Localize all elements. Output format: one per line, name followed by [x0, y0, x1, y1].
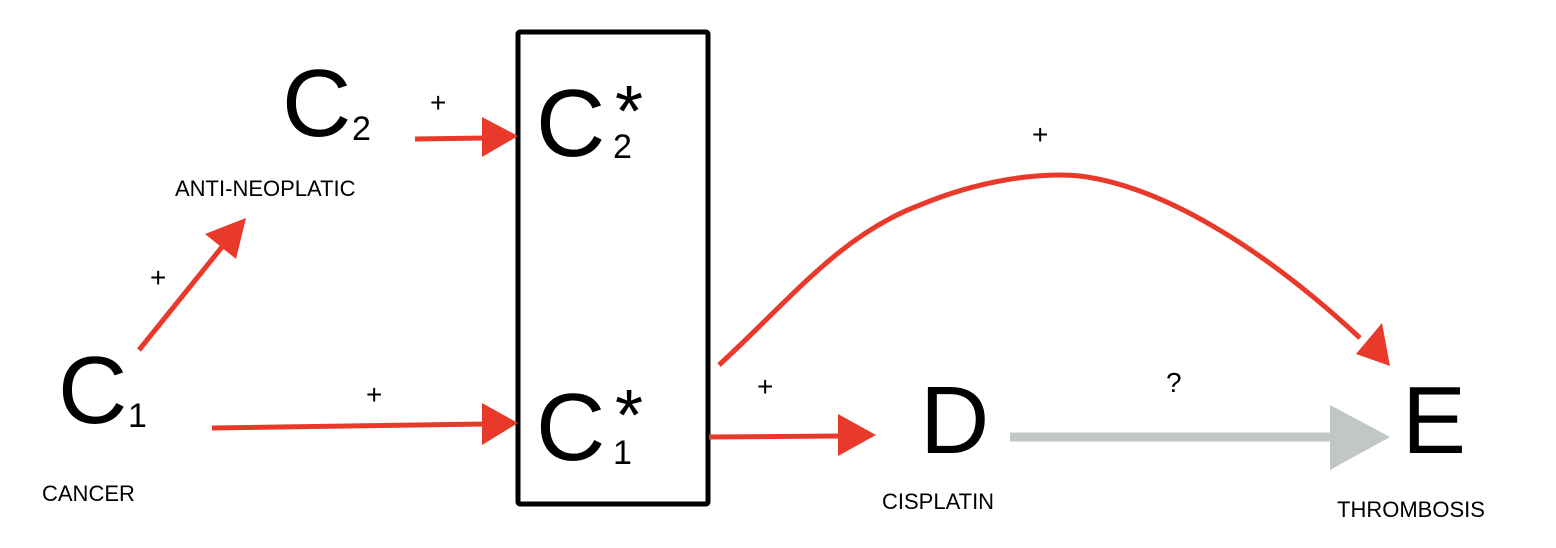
edge-c1-to-c2: [137, 218, 246, 352]
node-c2-subscript: 2: [352, 110, 371, 148]
edge-sign-box-to-e: +: [1032, 119, 1048, 150]
edge-sign-c1-to-c1star: +: [366, 379, 382, 410]
node-c2-caption: ANTI-NEOPLATIC: [175, 176, 356, 201]
node-d-caption: CISPLATIN: [882, 489, 994, 514]
edge-c1-to-c1star: [211, 403, 518, 445]
edge-c2-to-c2star: [414, 117, 518, 157]
node-c1-caption: CANCER: [42, 481, 135, 506]
edge-sign-c1star-to-d: +: [757, 371, 773, 402]
node-c1-star-subscript: 1: [613, 434, 632, 472]
node-e-caption: THROMBOSIS: [1337, 497, 1485, 522]
node-c1-subscript: 1: [128, 397, 147, 435]
edge-box-to-e: [717, 172, 1390, 367]
node-c1-letter: C: [58, 337, 127, 444]
grouping-box: [515, 29, 711, 507]
node-c1: C 1 CANCER: [42, 337, 147, 506]
edge-c1star-to-d: [708, 414, 876, 456]
edge-sign-c1-to-c2: +: [150, 262, 166, 293]
edge-sign-d-to-e: ?: [1166, 367, 1182, 398]
node-c1-star-asterisk: *: [615, 376, 643, 456]
node-c2-star-asterisk: *: [615, 72, 643, 152]
node-e: E THROMBOSIS: [1337, 367, 1485, 522]
node-c2-star: C 2 *: [536, 70, 643, 177]
node-c2-star-letter: C: [536, 70, 605, 177]
edge-d-to-e: [1010, 405, 1390, 470]
node-e-letter: E: [1402, 367, 1466, 474]
edge-sign-c2-to-c2star: +: [430, 87, 446, 118]
node-d: D CISPLATIN: [882, 367, 994, 514]
node-c1-star-letter: C: [536, 374, 605, 481]
node-c2-star-subscript: 2: [613, 128, 632, 166]
node-c1-star: C 1 *: [536, 374, 643, 481]
node-d-letter: D: [920, 367, 989, 474]
node-c2-letter: C: [282, 50, 351, 157]
node-c2: C 2 ANTI-NEOPLATIC: [175, 50, 371, 201]
